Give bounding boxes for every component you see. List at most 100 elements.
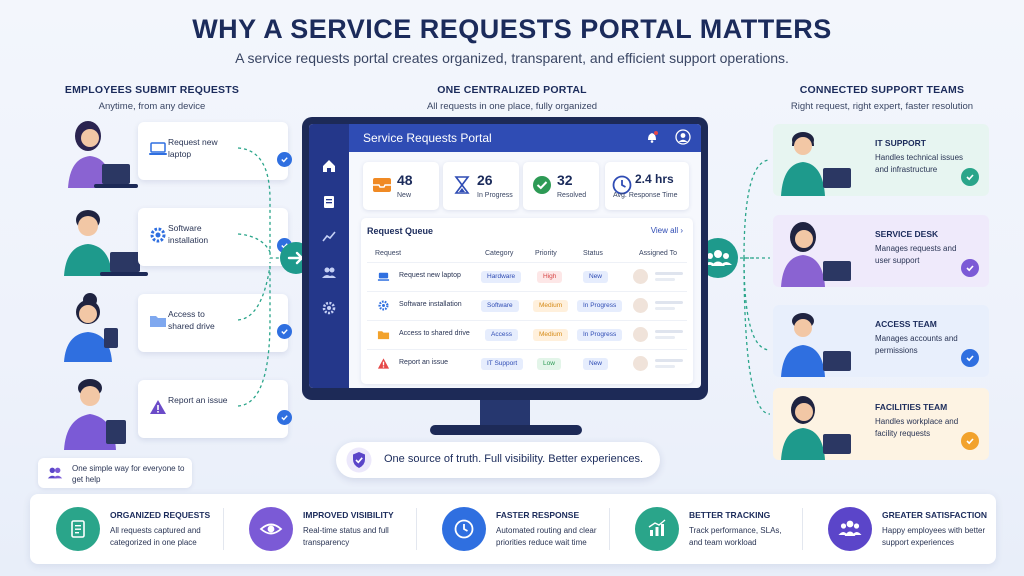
clock-icon (612, 175, 632, 195)
placeholder-line (655, 278, 675, 281)
left-column-heading: EMPLOYEES SUBMIT REQUESTS Anytime, from … (62, 84, 242, 112)
check-icon (961, 168, 979, 186)
check-icon (277, 410, 292, 425)
placeholder-line (655, 301, 683, 304)
request-card-issue[interactable]: Report an issue (138, 380, 288, 438)
gear-icon[interactable] (321, 300, 337, 316)
benefit-greater-satisfaction: GREATER SATISFACTION Happy employees wit… (802, 494, 995, 564)
center-subheading-text: All requests in one place, fully organiz… (426, 101, 598, 112)
employee-request-1: Request new laptop (58, 116, 292, 196)
avatar (633, 269, 648, 284)
table-row[interactable]: Software installation Software Medium In… (367, 291, 687, 319)
employee-request-2: Software installation (58, 202, 292, 282)
team-name: IT SUPPORT (875, 138, 927, 148)
stat-card-resolved[interactable]: 32 Resolved (523, 162, 599, 210)
benefit-description: Automated routing and clear priorities r… (496, 526, 597, 547)
team-name: ACCESS TEAM (875, 319, 937, 329)
team-card-facilities-team[interactable]: FACILITIES TEAM Handles workplace and fa… (773, 388, 989, 460)
placeholder-line (655, 359, 683, 362)
request-card-software[interactable]: Software installation (138, 208, 288, 266)
view-all-link[interactable]: View all › (650, 226, 683, 235)
laptop-icon (149, 142, 167, 155)
team-card-service-desk[interactable]: SERVICE DESK Manages requests and user s… (773, 215, 989, 287)
avatar (633, 356, 648, 371)
request-label: Report an issue (168, 395, 228, 405)
status-badge: New (583, 358, 609, 370)
benefit-description: Happy employees with better support expe… (882, 526, 986, 547)
team-name: FACILITIES TEAM (875, 402, 948, 412)
employee-avatar-icon (64, 379, 126, 450)
category-badge: Access (485, 329, 518, 341)
team-name: SERVICE DESK (875, 229, 939, 239)
column-header: Category (485, 250, 514, 257)
view-all-label: View all (650, 226, 679, 235)
column-header: Assigned To (639, 250, 678, 257)
gear-icon (150, 227, 166, 243)
stat-label: Resolved (557, 192, 587, 199)
portal-topbar: Service Requests Portal (349, 124, 701, 152)
gear-icon (378, 300, 389, 311)
benefit-faster-response: FASTER RESPONSE Automated routing and cl… (416, 494, 609, 564)
status-badge: New (583, 271, 609, 283)
clock-icon (442, 507, 486, 551)
avatar (633, 327, 648, 342)
center-column-heading: ONE CENTRALIZED PORTAL All requests in o… (402, 84, 622, 112)
benefits-bar: ORGANIZED REQUESTS All requests captured… (30, 494, 996, 564)
benefit-description: All requests captured and categorized in… (110, 526, 201, 547)
home-icon[interactable] (321, 158, 337, 174)
benefit-better-tracking: BETTER TRACKING Track performance, SLAs,… (609, 494, 802, 564)
team-description: Manages requests and user support (875, 244, 957, 265)
user-profile-icon[interactable] (675, 129, 691, 145)
hourglass-icon (454, 176, 470, 194)
bell-icon[interactable] (645, 130, 659, 144)
benefit-description: Real-time status and full transparency (303, 526, 389, 547)
check-icon (961, 432, 979, 450)
document-icon[interactable] (321, 194, 337, 210)
document-icon (56, 507, 100, 551)
team-description: Manages accounts and permissions (875, 334, 958, 355)
stat-label: In Progress (477, 192, 513, 199)
stat-value: 48 (397, 172, 413, 188)
request-card-laptop[interactable]: Request new laptop (138, 122, 288, 180)
placeholder-line (655, 365, 675, 368)
avatar (633, 298, 648, 313)
users-icon (828, 507, 872, 551)
users-icon (47, 467, 63, 479)
benefit-title: BETTER TRACKING (689, 510, 771, 520)
support-agent-icon (781, 396, 851, 460)
check-icon (277, 324, 292, 339)
divider (223, 508, 224, 550)
folder-icon (150, 316, 166, 327)
stat-label: Avg. Response Time (613, 192, 678, 199)
users-icon[interactable] (321, 264, 337, 280)
employee-request-4: Report an issue (58, 374, 292, 454)
check-circle-icon (533, 176, 551, 194)
column-header: Status (583, 250, 603, 257)
team-card-access-team[interactable]: ACCESS TEAM Manages accounts and permiss… (773, 305, 989, 377)
right-column-heading: CONNECTED SUPPORT TEAMS Right request, r… (762, 84, 1002, 112)
table-row[interactable]: Request new laptop Hardware High New (367, 262, 687, 290)
portal-sidebar (309, 124, 349, 388)
employee-avatar-icon (64, 210, 148, 276)
support-agent-icon (781, 222, 851, 287)
stat-card-in-progress[interactable]: 26 In Progress (443, 162, 519, 210)
stat-card-new[interactable]: 48 New (363, 162, 439, 210)
request-label: Software installation (168, 223, 209, 245)
truth-banner-text: One source of truth. Full visibility. Be… (384, 453, 644, 465)
stat-card-response-time[interactable]: 2.4 hrs Avg. Response Time (605, 162, 689, 210)
request-card-access[interactable]: Access to shared drive (138, 294, 288, 352)
table-row[interactable]: Access to shared drive Access Medium In … (367, 320, 687, 348)
priority-badge: Low (537, 358, 561, 370)
warning-icon (150, 400, 166, 414)
benefit-title: FASTER RESPONSE (496, 510, 580, 520)
team-description: Handles technical issues and infrastruct… (875, 153, 964, 174)
priority-badge: Medium (533, 329, 569, 341)
team-card-it-support[interactable]: IT SUPPORT Handles technical issues and … (773, 124, 989, 196)
table-row[interactable]: Report an issue IT Support Low New (367, 349, 687, 377)
portal-title: Service Requests Portal (363, 131, 492, 145)
chart-icon[interactable] (321, 228, 337, 244)
benefit-description: Track performance, SLAs, and team worklo… (689, 526, 782, 547)
left-subheading-text: Anytime, from any device (98, 101, 206, 112)
shield-check-icon (346, 447, 372, 473)
truth-banner: One source of truth. Full visibility. Be… (336, 442, 660, 478)
